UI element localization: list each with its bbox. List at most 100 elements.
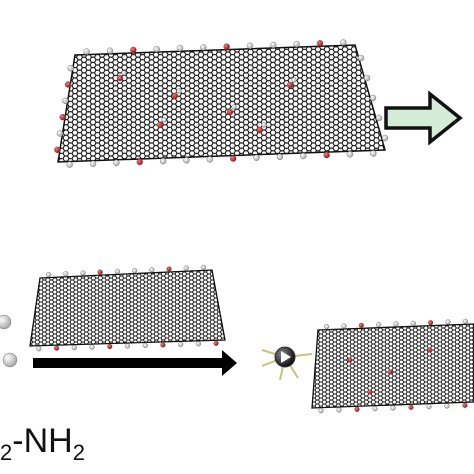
hydrogen-atom [324, 324, 330, 330]
hydrogen-atom [114, 268, 121, 275]
oxygen-atom [156, 121, 164, 129]
hydrogen-atom [363, 74, 371, 82]
formula-main: -NH [12, 422, 73, 460]
hydrogen-atom [381, 134, 389, 142]
functional-group-atoms-top [54, 39, 389, 168]
oxygen-atom [347, 357, 353, 363]
hydrogen-atom [291, 77, 297, 83]
chemical-formula-label: 2-NH2 [0, 422, 85, 464]
oxygen-atom [462, 402, 468, 408]
oxygen-atom [116, 74, 124, 82]
hydrogen-atom [261, 122, 267, 128]
oxygen-atom [107, 343, 113, 350]
oxygen-atom [226, 108, 234, 116]
hydrogen-atom [369, 94, 377, 102]
oxygen-atom [171, 92, 179, 100]
hydrogen-atom [66, 161, 73, 168]
hydrogen-atom [270, 41, 277, 49]
hydrogen-atom [161, 117, 167, 123]
oxygen-atom [64, 81, 72, 88]
hydrogen-atom [142, 342, 148, 349]
hydrogen-atom [390, 405, 396, 411]
hydrogen-atom [178, 341, 184, 347]
hydrogen-atom [444, 403, 450, 409]
hydrogen-atom [246, 42, 254, 49]
oxygen-atom [323, 151, 330, 159]
hydrogen-atom [45, 272, 52, 278]
hydrogen-atom [71, 345, 77, 351]
hydrogen-atom [231, 104, 237, 110]
hydrogen-atom [346, 151, 354, 158]
hydrogen-atom [176, 88, 182, 94]
oxygen-atom [358, 322, 364, 328]
hydrogen-atom [183, 157, 190, 164]
hydrogen-atom [200, 264, 207, 271]
graphene-sheet-bottom-left [29, 264, 226, 352]
hydrogen-atom [113, 159, 120, 167]
hydrogen-atom [62, 97, 69, 105]
hydrogen-atom [372, 406, 378, 412]
edge-molecule-atoms [0, 314, 18, 368]
formula-main-subscript: 2 [72, 440, 85, 465]
graphene-sheet-bottom-right [311, 318, 474, 414]
reaction-arrow-bottom [33, 350, 237, 376]
graphene-oxide-sheet-top [54, 39, 389, 168]
oxygen-atom [316, 40, 324, 47]
oxygen-atom [387, 369, 393, 375]
hydrogen-atom [340, 39, 347, 46]
hydrogen-atom [293, 40, 300, 48]
hydrogen-atom [357, 54, 365, 62]
oxygen-atom [367, 389, 373, 395]
hydrogen-atom [153, 45, 160, 53]
hydrogen-atom [80, 270, 86, 276]
hydrogen-atom [253, 154, 260, 161]
hydrogen-atom [176, 45, 184, 52]
oxygen-atom [428, 320, 434, 326]
oxygen-atom [130, 46, 137, 54]
hydrogen-atom [56, 130, 64, 137]
oxygen-atom [97, 269, 103, 275]
hydrogen-atom [89, 160, 97, 167]
formula-prefix-subscript: 2 [0, 440, 13, 465]
hydrogen-atom [370, 150, 377, 157]
oxygen-atom [408, 404, 414, 410]
reaction-arrow-top [384, 90, 463, 146]
hydrogen-atom [376, 322, 382, 328]
hydrogen-atom [106, 47, 114, 54]
hydrogen-atom [375, 114, 383, 122]
oxygen-atom [223, 43, 230, 50]
hydrogen-atom [445, 319, 451, 325]
hydrogen-atom [462, 318, 468, 324]
oxygen-atom [54, 146, 61, 154]
oxygen-atom [166, 266, 172, 272]
hydrogen-atom [67, 64, 74, 72]
hydrogen-atom [276, 153, 284, 161]
hydrogen-atom [206, 156, 214, 163]
functional-group-atoms-bottom-left [36, 264, 219, 352]
oxygen-atom [427, 347, 433, 353]
oxygen-atom [53, 345, 60, 351]
hydrogen-atom [336, 407, 342, 413]
amine-molecule [261, 346, 313, 381]
oxygen-atom [229, 155, 237, 162]
hydrogen-atom [83, 48, 90, 55]
hydrogen-atom [63, 271, 69, 277]
hydrogen-atom [300, 152, 307, 160]
hydrogen-atom [410, 320, 416, 326]
oxygen-atom [354, 406, 360, 412]
oxygen-atom [256, 126, 264, 134]
oxygen-atom [213, 340, 219, 346]
hydrogen-atom [132, 268, 138, 274]
oxygen-atom [160, 342, 166, 348]
oxygen-atom [136, 158, 143, 166]
hydrogen-atom [393, 321, 399, 327]
functional-group-atoms-bottom-right [318, 318, 468, 414]
hydrogen-atom [200, 44, 207, 51]
hydrogen-atom [149, 267, 155, 273]
hydrogen-atom [318, 408, 324, 414]
hydrogen-atom [89, 344, 95, 350]
hydrogen-atom [36, 346, 42, 352]
hydrogen-atom [195, 341, 202, 347]
hydrogen-atom [426, 404, 432, 410]
